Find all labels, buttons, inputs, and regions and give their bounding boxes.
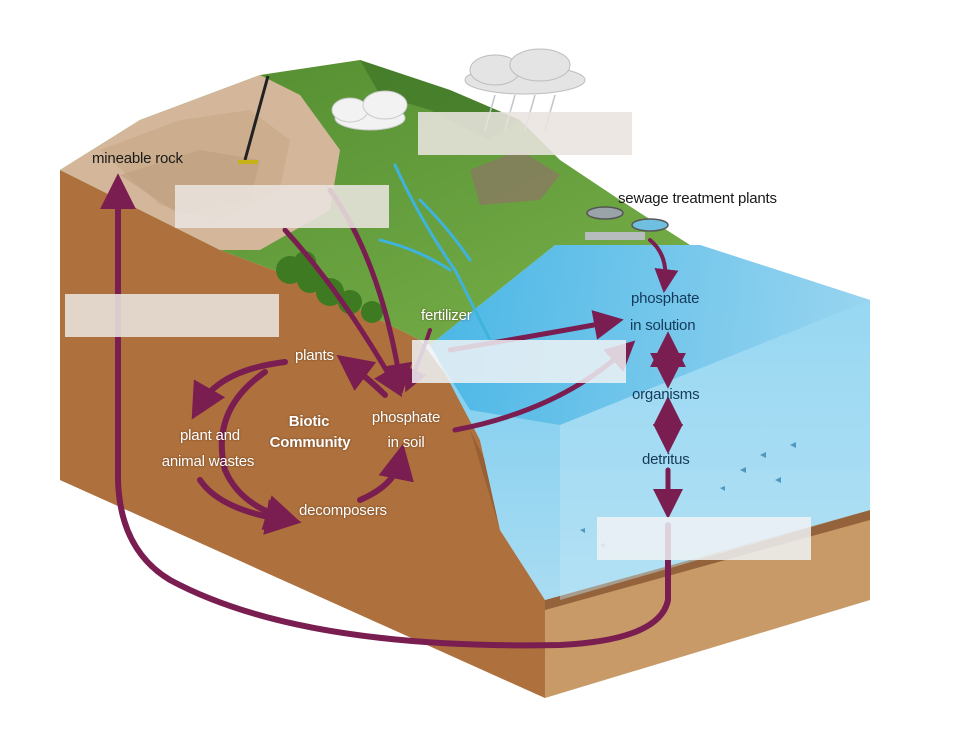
label-organisms: organisms xyxy=(632,386,700,403)
label-biotic-community-line1: Biotic xyxy=(288,413,330,430)
label-plants: plants xyxy=(295,347,334,364)
arrow-decomposers-to-soil xyxy=(357,443,414,503)
arrow-sediment-to-rock xyxy=(100,173,671,649)
arrow-plants-to-wastes xyxy=(191,359,288,420)
arrow-sewage-to-solution xyxy=(648,238,679,294)
label-decomposers: decomposers xyxy=(299,502,387,519)
mining-crane-icon xyxy=(238,75,270,164)
rain-cloud-icon xyxy=(464,48,586,131)
label-detritus: detritus xyxy=(642,451,690,468)
label-phosphate-in-solution-line1: phosphate xyxy=(631,290,700,307)
cloud-icon xyxy=(331,90,408,131)
label-phosphate-in-soil-line1: phosphate xyxy=(371,409,441,426)
label-sewage-treatment-plants: sewage treatment plants xyxy=(618,190,777,207)
arrow-soil-to-plants xyxy=(336,354,388,398)
answer-blank-2[interactable] xyxy=(175,185,389,228)
label-phosphate-in-soil-line2: in soil xyxy=(387,434,425,451)
answer-blank-5[interactable] xyxy=(597,517,811,560)
arrow-wastes-to-decomposers xyxy=(197,477,302,535)
answer-blank-1[interactable] xyxy=(418,112,632,155)
sewage-plant-icon xyxy=(585,206,669,240)
label-plant-and-animal-wastes-line2: animal wastes xyxy=(161,453,255,470)
label-mineable-rock: mineable rock xyxy=(92,150,183,167)
label-fertilizer: fertilizer xyxy=(421,307,472,324)
answer-blank-4[interactable] xyxy=(412,340,626,383)
arrow-plants-to-decomposers xyxy=(218,369,302,530)
label-phosphate-in-solution-line2: in solution xyxy=(630,317,696,334)
label-biotic-community-line2: Community xyxy=(269,434,351,451)
answer-blank-3[interactable] xyxy=(65,294,279,337)
arrow-rock-to-soil xyxy=(282,227,403,398)
label-plant-and-animal-wastes-line1: plant and xyxy=(180,427,240,444)
